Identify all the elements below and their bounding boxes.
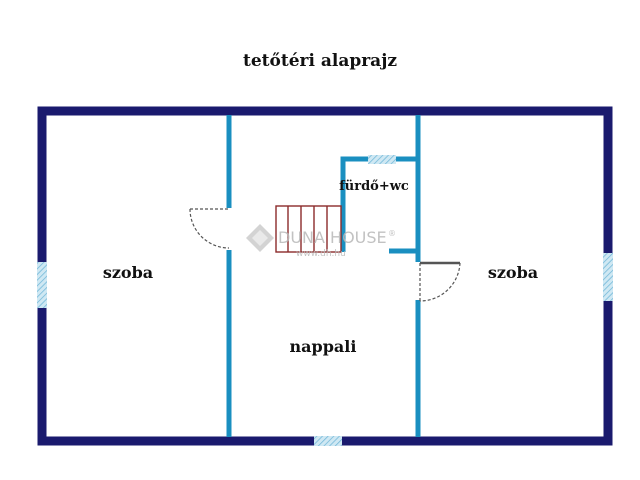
watermark-url: www.dh.hu <box>296 249 346 259</box>
window-bottom <box>314 436 342 446</box>
room-label-right: szoba <box>488 263 538 282</box>
stairs <box>275 205 342 253</box>
room-label-living: nappali <box>290 337 357 356</box>
plan-title: tetőtéri alaprajz <box>243 51 397 71</box>
door-swing-left <box>189 208 230 249</box>
window-left <box>37 262 47 308</box>
watermark: DUNA HOUSE ® www.dh.hu <box>246 224 396 259</box>
window-right <box>603 253 613 301</box>
room-label-left: szoba <box>103 263 153 282</box>
watermark-registered: ® <box>388 229 396 238</box>
watermark-brand: DUNA HOUSE <box>278 228 387 247</box>
bathroom-window <box>368 155 396 164</box>
door-swing-right <box>419 261 461 302</box>
room-label-bathroom: fürdő+wc <box>339 179 409 194</box>
